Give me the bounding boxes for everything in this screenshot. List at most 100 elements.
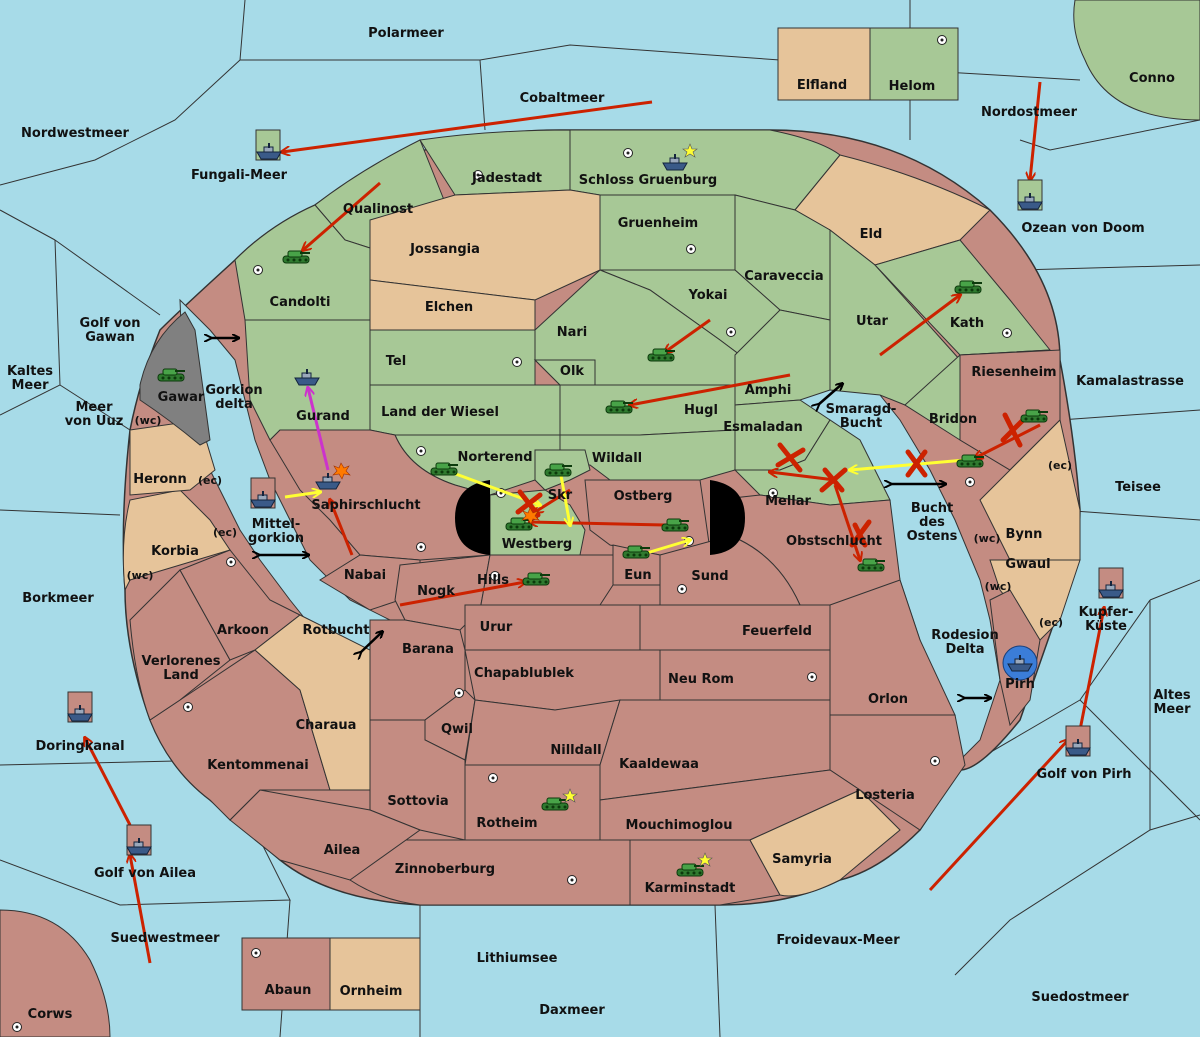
tunnel-east	[710, 480, 745, 555]
fleet-golf-pirh[interactable]	[1065, 725, 1091, 757]
coast-label: (wc)	[127, 569, 154, 582]
order-convoy	[308, 388, 330, 471]
failed-mark	[905, 449, 928, 478]
fleet-golf-ailea[interactable]	[126, 824, 152, 856]
order-arrow	[530, 522, 666, 525]
order-arrow	[399, 582, 525, 607]
label-zinnoberburg: Zinnoberburg	[395, 862, 495, 877]
label-kath: Kath	[950, 316, 984, 331]
fleet-kupfer-kueste[interactable]	[1098, 567, 1124, 599]
region-conno[interactable]	[1073, 0, 1200, 121]
label-qualinost: Qualinost	[343, 202, 413, 217]
supply-center-dot	[457, 691, 461, 695]
label-elfland: Elfland	[797, 78, 847, 93]
label-hills: Hills	[477, 573, 509, 588]
label-suedostmeer: Suedostmeer	[1031, 990, 1129, 1005]
region-ornheim[interactable]	[329, 937, 421, 1011]
order-arrow	[975, 423, 1041, 458]
label-gruenheim: Gruenheim	[618, 216, 698, 231]
label-losteria: Losteria	[855, 788, 915, 803]
label-golf-von-ailea: Golf von Ailea	[94, 866, 196, 881]
supply-center-dot	[729, 330, 733, 334]
order-arrow	[770, 472, 836, 482]
label-charaua: Charaua	[296, 718, 357, 733]
supply-center-dot	[419, 545, 423, 549]
label-samyria: Samyria	[772, 852, 832, 867]
order-arrow	[303, 181, 381, 250]
labels: Polarmeer Cobaltmeer Nordwestmeer Fungal…	[7, 26, 1191, 1022]
label-gorkion-delta-1: Gorkion	[205, 383, 262, 398]
label-altes-meer-1: Altes	[1153, 688, 1191, 703]
failed-mark	[819, 467, 848, 493]
label-chapablublek: Chapablublek	[474, 666, 574, 681]
region-korbia[interactable]	[122, 489, 231, 592]
label-fungali-meer: Fungali-Meer	[191, 168, 288, 183]
supply-center-dot	[810, 675, 814, 679]
supply-center-dot	[940, 38, 944, 42]
order-arrow	[1030, 81, 1042, 180]
supply-centers	[12, 35, 1012, 1032]
region-zinnoberburg[interactable]	[349, 839, 631, 906]
label-heronn: Heronn	[133, 472, 187, 487]
supply-center-dot	[689, 247, 693, 251]
label-altes-meer-2: Meer	[1154, 702, 1192, 717]
label-orlon: Orlon	[868, 692, 908, 707]
label-urur: Urur	[480, 620, 513, 635]
label-esmaladan: Esmaladan	[723, 420, 803, 435]
label-yokai: Yokai	[687, 288, 727, 303]
star-icon	[697, 852, 713, 867]
label-conno: Conno	[1129, 71, 1175, 86]
connection-arrow	[818, 384, 842, 405]
label-bucht-des-ostens-2: des	[919, 515, 945, 530]
region-charaua[interactable]	[254, 614, 371, 791]
label-sottovia: Sottovia	[387, 794, 448, 809]
units	[67, 129, 1124, 877]
region-samyria[interactable]	[749, 789, 901, 897]
order-support	[850, 458, 966, 470]
label-gwaul: Gwaul	[1005, 557, 1050, 572]
label-jadestadt: Jadestadt	[471, 171, 542, 186]
region-elchen[interactable]	[369, 279, 536, 331]
label-daxmeer: Daxmeer	[539, 1003, 605, 1018]
label-jossangia: Jossangia	[409, 242, 480, 257]
region-gruenheim[interactable]	[599, 194, 736, 271]
label-mellar: Mellar	[765, 494, 811, 509]
label-gurand: Gurand	[296, 409, 350, 424]
fleet-mittelgorkion[interactable]	[250, 477, 276, 509]
fleet-pirh[interactable]	[1002, 645, 1038, 681]
region-orlon[interactable]	[829, 579, 956, 716]
coast-label: (ec)	[213, 526, 237, 539]
label-abaun: Abaun	[265, 983, 312, 998]
label-caraveccia: Caraveccia	[744, 269, 823, 284]
failed-mark	[1000, 412, 1028, 448]
label-golf-von-gawan-2: Gawan	[85, 330, 134, 345]
fleet-doringkanal[interactable]	[67, 691, 93, 723]
supply-center-dot	[515, 360, 519, 364]
order-arrow	[130, 855, 152, 964]
label-verlorenes-land-1: Verlorenes	[141, 654, 220, 669]
supply-center-dot	[254, 951, 258, 955]
coast-label: (ec)	[1048, 459, 1072, 472]
failed-mark	[775, 442, 806, 473]
label-barana: Barana	[402, 642, 454, 657]
coast-label: (ec)	[198, 474, 222, 487]
fleet-fungali[interactable]	[255, 129, 282, 161]
region-verlorenes-land[interactable]	[129, 569, 231, 721]
region-gwaul[interactable]	[989, 559, 1081, 641]
region-corws[interactable]	[0, 909, 111, 1037]
label-riesenheim: Riesenheim	[971, 365, 1056, 380]
fleet-ozean-doom[interactable]	[1017, 179, 1043, 211]
orders	[85, 81, 1104, 964]
label-nilldall: Nilldall	[550, 743, 601, 758]
label-land-der-wiesel: Land der Wiesel	[381, 405, 499, 420]
coast-label: (ec)	[1039, 616, 1063, 629]
label-lithiumsee: Lithiumsee	[477, 951, 558, 966]
label-wildall: Wildall	[592, 451, 642, 466]
label-tel: Tel	[386, 354, 406, 369]
region-kentommenai[interactable]	[149, 649, 331, 821]
label-korbia: Korbia	[151, 544, 199, 559]
label-gawar: Gawar	[158, 390, 205, 405]
label-elchen: Elchen	[425, 300, 473, 315]
label-bucht-des-ostens-3: Ostens	[907, 529, 958, 544]
